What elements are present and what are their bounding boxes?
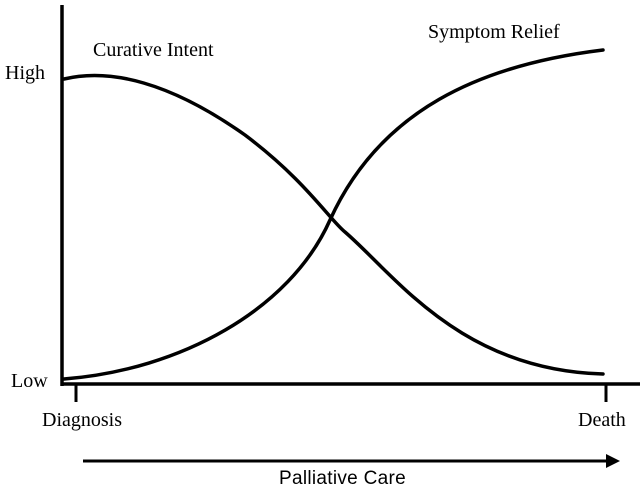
symptom-relief-curve <box>62 48 605 381</box>
x-axis-end-label: Death <box>578 409 626 431</box>
y-axis-low-label: Low <box>11 370 48 392</box>
curative-intent-label: Curative Intent <box>93 39 214 61</box>
symptom-relief-label: Symptom Relief <box>428 21 560 43</box>
curative-intent-curve <box>62 73 605 376</box>
y-axis-high-label: High <box>5 62 45 84</box>
palliative-care-arrow-head <box>606 454 620 468</box>
palliative-care-label: Palliative Care <box>279 468 406 489</box>
x-axis-start-label: Diagnosis <box>42 409 122 431</box>
